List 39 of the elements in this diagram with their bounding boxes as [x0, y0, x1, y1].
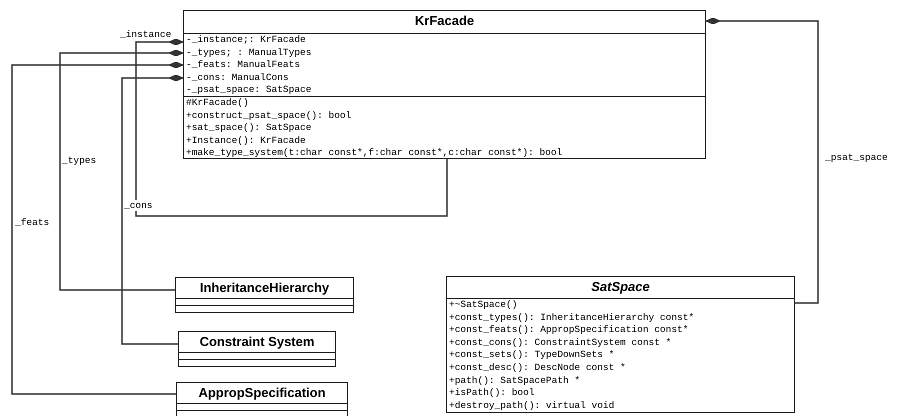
attribute-text: -_instance;: KrFacade	[185, 34, 306, 47]
method-text: +path(): SatSpacePath *	[448, 374, 580, 388]
method-text: +const_cons(): ConstraintSystem const *	[448, 336, 672, 350]
method-text: +make_type_system(t:char const*,f:char const*,c:char const*): bool	[185, 147, 562, 160]
edge-label: _cons	[124, 200, 153, 211]
association-line	[11, 62, 184, 395]
class-box	[183, 10, 706, 159]
association-line	[706, 18, 819, 304]
edge-label: _feats	[15, 217, 50, 228]
association-line	[121, 74, 184, 345]
method-text: +const_desc(): DescNode const *	[448, 362, 626, 375]
method-text: +construct_psat_space(): bool	[185, 110, 352, 122]
class-box	[446, 276, 795, 413]
class-box	[176, 382, 348, 416]
edge-label: _instance	[120, 29, 172, 40]
method-text: +const_feats(): AppropSpecification const*	[448, 324, 688, 337]
edge-label: _types	[62, 155, 96, 166]
edge-label: _psat_space	[825, 152, 888, 163]
class-name: InheritanceHierarchy	[200, 280, 330, 295]
method-text: +Instance(): KrFacade	[185, 134, 306, 148]
method-text: +destroy_path(): virtual void	[448, 400, 614, 412]
class-name: SatSpace	[591, 279, 650, 294]
method-text: #KrFacade()	[185, 97, 249, 110]
method-text: +const_types(): InheritanceHierarchy const*	[448, 312, 694, 324]
class-name: KrFacade	[414, 13, 474, 28]
association-line	[59, 50, 184, 291]
class-box	[175, 277, 354, 313]
method-text: +~SatSpace()	[448, 299, 518, 312]
class-name: AppropSpecification	[198, 385, 326, 400]
method-text: +const_sets(): TypeDownSets *	[448, 349, 614, 362]
attribute-text: -_feats: ManualFeats	[185, 59, 300, 72]
attribute-text: -_psat_space: SatSpace	[185, 84, 312, 97]
association-line	[135, 38, 448, 217]
class-box	[178, 331, 336, 367]
method-text: +sat_space(): SatSpace	[185, 122, 312, 135]
attribute-text: -_types; : ManualTypes	[185, 46, 312, 60]
method-text: +isPath(): bool	[448, 387, 535, 400]
class-name: Constraint System	[200, 334, 314, 349]
attribute-text: -_cons: ManualCons	[185, 72, 289, 84]
